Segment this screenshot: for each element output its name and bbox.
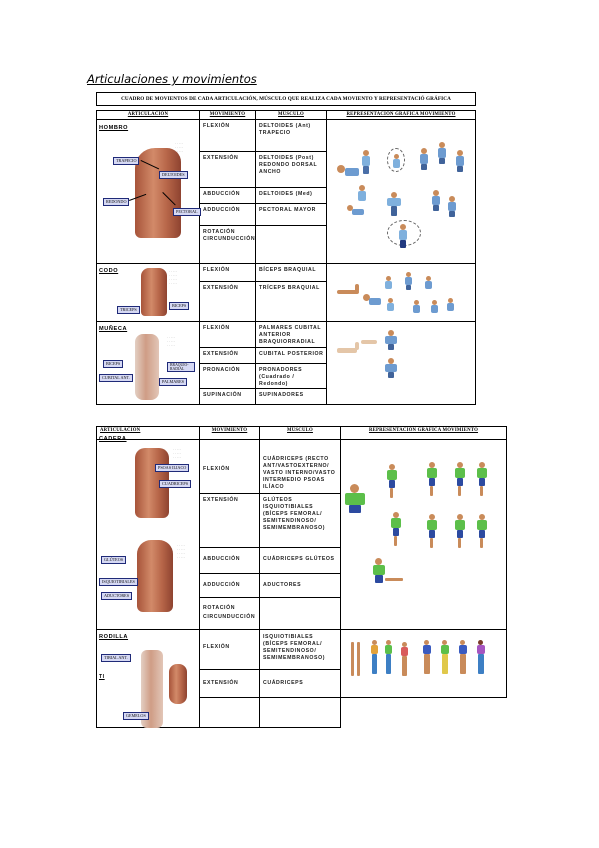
cadera-mov-5: ROTACIÓN CIRCUNDUCCIÓN [199, 597, 260, 630]
label-psoas-iliaco: PSOAS ILIACO [155, 464, 190, 472]
cadera-anatomy-cell: CADERA ··············· ·················… [96, 436, 200, 630]
hombro-anatomy-cell: HOMBRO ··············· TRAPECIO DELTOIDE… [96, 119, 201, 264]
calf-muscle-illustration [169, 664, 187, 704]
joint-name-hombro: HOMBRO [99, 125, 129, 131]
label-triceps: TRICEPS [117, 306, 140, 314]
muneca-mov-3: PRONACIÓN [199, 363, 256, 389]
table1-title: CUADRO DE MOVIENTOS DE CADA ARTICULACIÓN… [96, 92, 476, 106]
muneca-mus-3: PRONADORES (Cuadrado / Redondo) [255, 363, 327, 389]
codo-mov-2: EXTENSIÓN [199, 281, 256, 322]
cadera-mus-3: CUÁDRICEPS GLÚTEOS [259, 547, 341, 574]
rodilla-movement-illustrations [340, 629, 507, 698]
rodilla-empty-cell [341, 698, 507, 728]
col2-header-movimiento: MOVIMIENTO [199, 426, 260, 440]
codo-mus-1: BÍCEPS BRAQUIAL [255, 263, 327, 282]
page-title: Articulaciones y movimientos [87, 72, 257, 86]
hip-back-muscle-illustration [137, 540, 173, 612]
hombro-mov-5: ROTACIÓN CIRCUNDUCCIÓN [199, 225, 256, 264]
label-palmares: PALMARES [159, 378, 187, 386]
label-gluteos: GLÚTEOS [101, 556, 127, 564]
codo-anatomy-cell: CODO ···················· TRICEPS BICEPS [96, 263, 200, 322]
label-deltoides: DELTOIDES [159, 171, 188, 179]
muneca-mov-1: FLEXIÓN [199, 321, 256, 348]
hombro-mus-4: PECTORAL MAYOR [255, 203, 327, 226]
label-ti: TI [99, 674, 105, 680]
label-gemelos: GEMELOS [123, 712, 149, 720]
label-trapecio: TRAPECIO [113, 157, 140, 165]
cadera-mus-5 [259, 597, 341, 630]
elbow-muscle-illustration [141, 268, 167, 316]
muneca-anatomy-cell: MUÑECA ··············· BICEPS BRAQUIO-RA… [96, 321, 200, 405]
label-biceps-codo: BICEPS [169, 302, 190, 310]
codo-mus-2: TRÍCEPS BRAQUIAL [255, 281, 327, 322]
shoulder-muscle-illustration [135, 148, 181, 238]
rodilla-mov-3 [199, 697, 260, 728]
hombro-mov-3: ABDUCCIÓN [199, 187, 256, 204]
codo-movement-illustrations [326, 263, 476, 322]
cadera-mus-4: ADUCTORES [259, 573, 341, 598]
muneca-mus-2: CUBITAL POSTERIOR [255, 347, 327, 364]
hombro-mus-5 [255, 225, 327, 264]
label-cubital-ant: CUBITAL ANT. [99, 374, 133, 382]
hombro-mus-2: DELTOIDES (Post) REDONDO DORSAL ANCHO [255, 151, 327, 188]
joint-name-muneca: MUÑECA [99, 326, 128, 332]
rodilla-anatomy-cell: RODILLA TIBIAL ANT. TI GEMELOS [96, 629, 200, 728]
label-aductores: ADUCTORES [101, 592, 133, 600]
label-cuadriceps: CUADRICEPS [159, 480, 192, 488]
rodilla-mov-2: EXTENSIÓN [199, 669, 260, 698]
table1: ARTICULACIÓN MOVIMIENTO MÚSCULO REPRESEN… [96, 110, 476, 405]
hombro-mov-1: FLEXIÓN [199, 119, 256, 152]
col2-header-musculo: MÚSCULO [259, 426, 341, 440]
label-redondo: REDONDO [103, 198, 130, 206]
wrist-muscle-illustration [135, 334, 159, 400]
cadera-movement-illustrations [340, 439, 507, 630]
joint-name-cadera: CADERA [99, 436, 127, 442]
muneca-mov-4: SUPINACIÓN [199, 388, 256, 405]
cadera-mus-1: CUÁDRICEPS (RECTO ANT/VASTOEXTERNO/ VAST… [259, 439, 341, 494]
muneca-mus-4: SUPINADORES [255, 388, 327, 405]
col-header-movimiento: MOVIMIENTO [199, 110, 256, 120]
cadera-mus-2: GLÚTEOS ISQUIOTIBIALES (BÍCEPS FEMORAL/ … [259, 493, 341, 548]
rodilla-mus-2: CUÁDRICEPS [259, 669, 341, 698]
rodilla-mus-3 [259, 697, 341, 728]
label-biceps-muneca: BICEPS [103, 360, 124, 368]
cadera-mov-3: ABDUCCIÓN [199, 547, 260, 574]
knee-muscle-illustration [141, 650, 163, 728]
hombro-mus-1: DELTOIDES (Ant) TRAPECIO [255, 119, 327, 152]
rodilla-mov-1: FLEXIÓN [199, 629, 260, 670]
cadera-mov-2: EXTENSIÓN [199, 493, 260, 548]
muneca-movement-illustrations [326, 321, 476, 405]
hombro-movement-illustrations [326, 119, 476, 264]
table2: ARTICULACIÓN MOVIMIENTO MÚSCULO REPRESEN… [96, 426, 507, 728]
label-pectoral: PECTORAL [173, 208, 201, 216]
col-header-articulacion: ARTICULACIÓN [96, 110, 200, 120]
label-braquio-radial: BRAQUIO-RADIAL [167, 362, 195, 372]
col-header-representacion: REPRESENTACIÓN GRÁFICA MOVIMIENTO [326, 110, 476, 120]
cadera-mov-4: ADDUCCIÓN [199, 573, 260, 598]
joint-name-rodilla: RODILLA [99, 634, 129, 640]
col-header-musculo: MÚSCULO [255, 110, 327, 120]
hombro-mus-3: DELTOIDES (Med) [255, 187, 327, 204]
rodilla-mus-1: ISQUIOTIBIALES (BÍCEPS FEMORAL/ SEMITEND… [259, 629, 341, 670]
muneca-mov-2: EXTENSIÓN [199, 347, 256, 364]
label-tibial-ant: TIBIAL ANT. [101, 654, 131, 662]
hombro-mov-2: EXTENSIÓN [199, 151, 256, 188]
col2-header-representacion: REPRESENTACIÓN GRÁFICA MOVIMIENTO [340, 426, 507, 440]
joint-name-codo: CODO [99, 268, 119, 274]
codo-mov-1: FLEXIÓN [199, 263, 256, 282]
hombro-mov-4: ADDUCCIÓN [199, 203, 256, 226]
cadera-mov-1: FLEXIÓN [199, 439, 260, 494]
label-isquiotibiales: ISQUIOTIBIALES [99, 578, 138, 586]
muneca-mus-1: PALMARES CUBITAL ANTERIOR BRAQUIORRADIAL [255, 321, 327, 348]
